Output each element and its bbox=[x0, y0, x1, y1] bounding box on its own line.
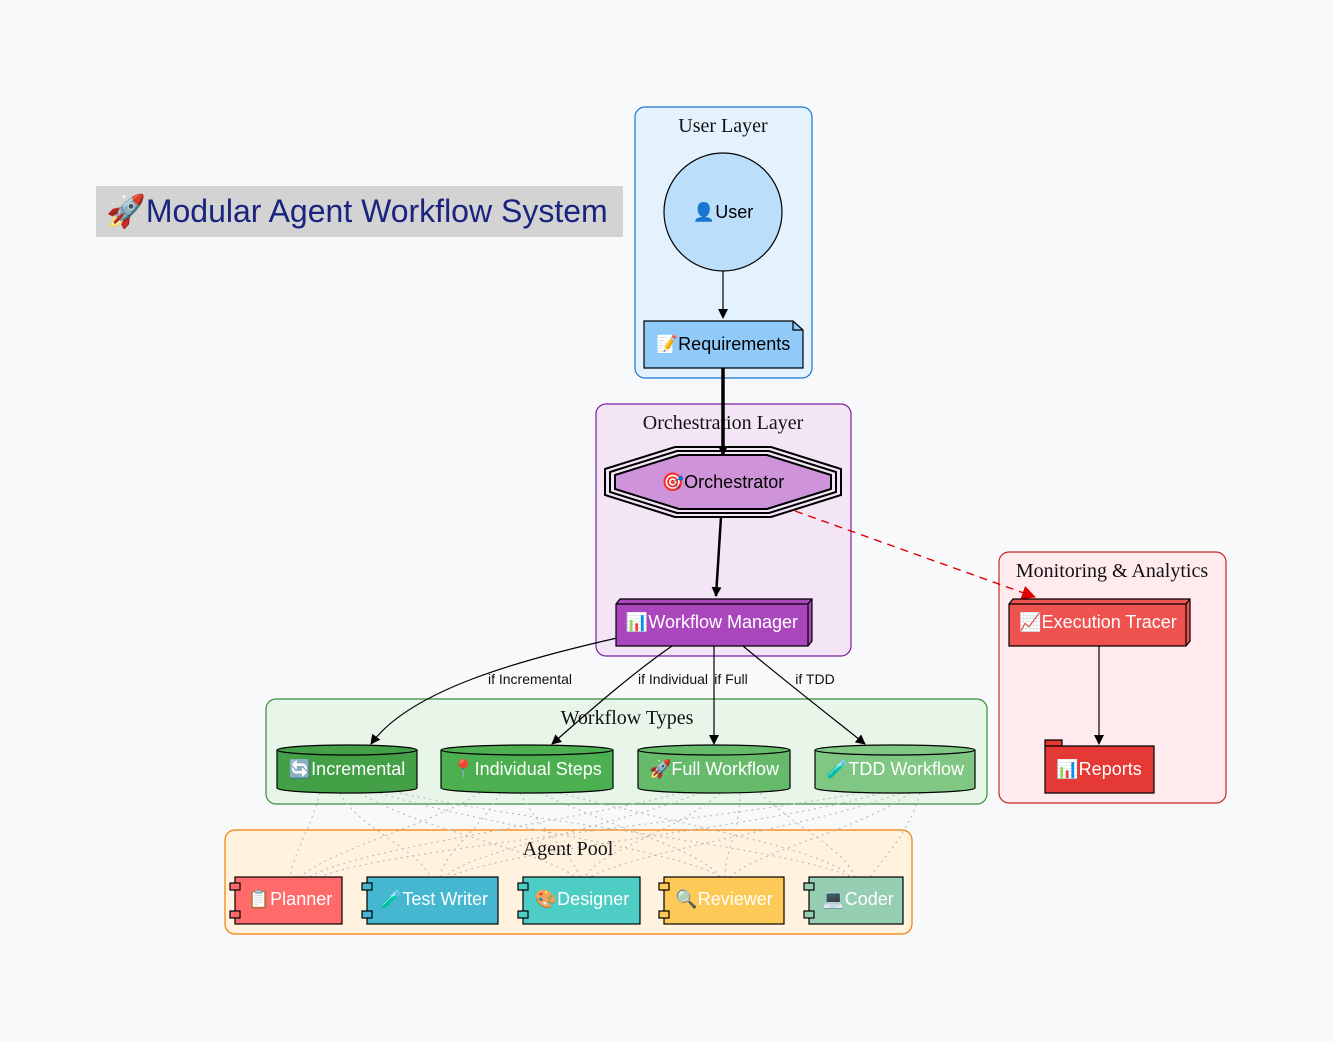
edge-orchestrator-tracer bbox=[794, 510, 1036, 600]
cluster-label-user-layer: User Layer bbox=[678, 115, 768, 137]
node-label-individual-steps: 📍Individual Steps bbox=[452, 758, 602, 779]
node-full-workflow[interactable]: 🚀Full Workflow bbox=[637, 744, 791, 794]
node-incremental[interactable]: 🔄Incremental bbox=[276, 744, 418, 794]
node-label-planner: 📋Planner bbox=[248, 888, 332, 909]
node-orchestrator[interactable]: 🎯Orchestrator bbox=[604, 446, 842, 518]
edge-label-if-tdd: if TDD bbox=[795, 671, 834, 687]
edge-orchestrator-manager bbox=[711, 516, 723, 597]
node-label-tdd-workflow: 🧪TDD Workflow bbox=[826, 759, 965, 779]
cluster-label-agent-pool: Agent Pool bbox=[523, 838, 614, 860]
node-label-workflow-manager: 📊Workflow Manager bbox=[626, 611, 798, 632]
node-label-coder: 💻Coder bbox=[822, 889, 893, 909]
cluster-label-workflow-types: Workflow Types bbox=[561, 707, 694, 729]
edge-manager-incremental bbox=[370, 637, 618, 745]
node-execution-tracer[interactable]: 📈Execution Tracer bbox=[1008, 598, 1191, 647]
title-text: 🚀Modular Agent Workflow System bbox=[106, 193, 608, 229]
node-label-execution-tracer: 📈Execution Tracer bbox=[1019, 611, 1176, 632]
node-label-designer: 🎨Designer bbox=[535, 888, 629, 909]
node-user[interactable]: 👤User bbox=[663, 152, 783, 272]
node-label-full-workflow: 🚀Full Workflow bbox=[649, 758, 780, 779]
edge-label-if-full: if Full bbox=[714, 671, 747, 687]
node-label-orchestrator: 🎯Orchestrator bbox=[662, 472, 784, 492]
node-label-requirements: 📝Requirements bbox=[656, 333, 790, 354]
node-test-writer[interactable]: 🧪Test Writer bbox=[361, 876, 499, 925]
diagram-title: 🚀Modular Agent Workflow System bbox=[96, 186, 623, 237]
node-individual-steps[interactable]: 📍Individual Steps bbox=[440, 744, 614, 794]
node-label-reviewer: 🔍Reviewer bbox=[675, 887, 772, 909]
node-label-reports: 📊Reports bbox=[1056, 758, 1141, 779]
edge-label-if-individual: if Individual bbox=[638, 671, 708, 687]
node-workflow-manager[interactable]: 📊Workflow Manager bbox=[615, 598, 813, 647]
edge-label-if-incremental: if Incremental bbox=[488, 671, 572, 687]
node-requirements[interactable]: 📝Requirements bbox=[643, 320, 804, 369]
node-reports[interactable]: 📊Reports bbox=[1044, 739, 1155, 794]
node-label-test-writer: 🧪Test Writer bbox=[380, 889, 488, 909]
edge-manager-tdd bbox=[742, 645, 866, 745]
node-label-user: 👤User bbox=[693, 201, 753, 222]
node-reviewer[interactable]: 🔍Reviewer bbox=[658, 876, 785, 925]
node-planner[interactable]: 📋Planner bbox=[229, 876, 343, 925]
node-designer[interactable]: 🎨Designer bbox=[517, 876, 641, 925]
edge-manager-individual bbox=[551, 645, 673, 745]
cluster-label-monitoring: Monitoring & Analytics bbox=[1016, 560, 1208, 582]
node-label-incremental: 🔄Incremental bbox=[289, 758, 405, 779]
node-tdd-workflow[interactable]: 🧪TDD Workflow bbox=[814, 744, 976, 794]
edges bbox=[370, 270, 1104, 745]
agent-connections bbox=[289, 792, 921, 878]
node-coder[interactable]: 💻Coder bbox=[803, 876, 904, 925]
